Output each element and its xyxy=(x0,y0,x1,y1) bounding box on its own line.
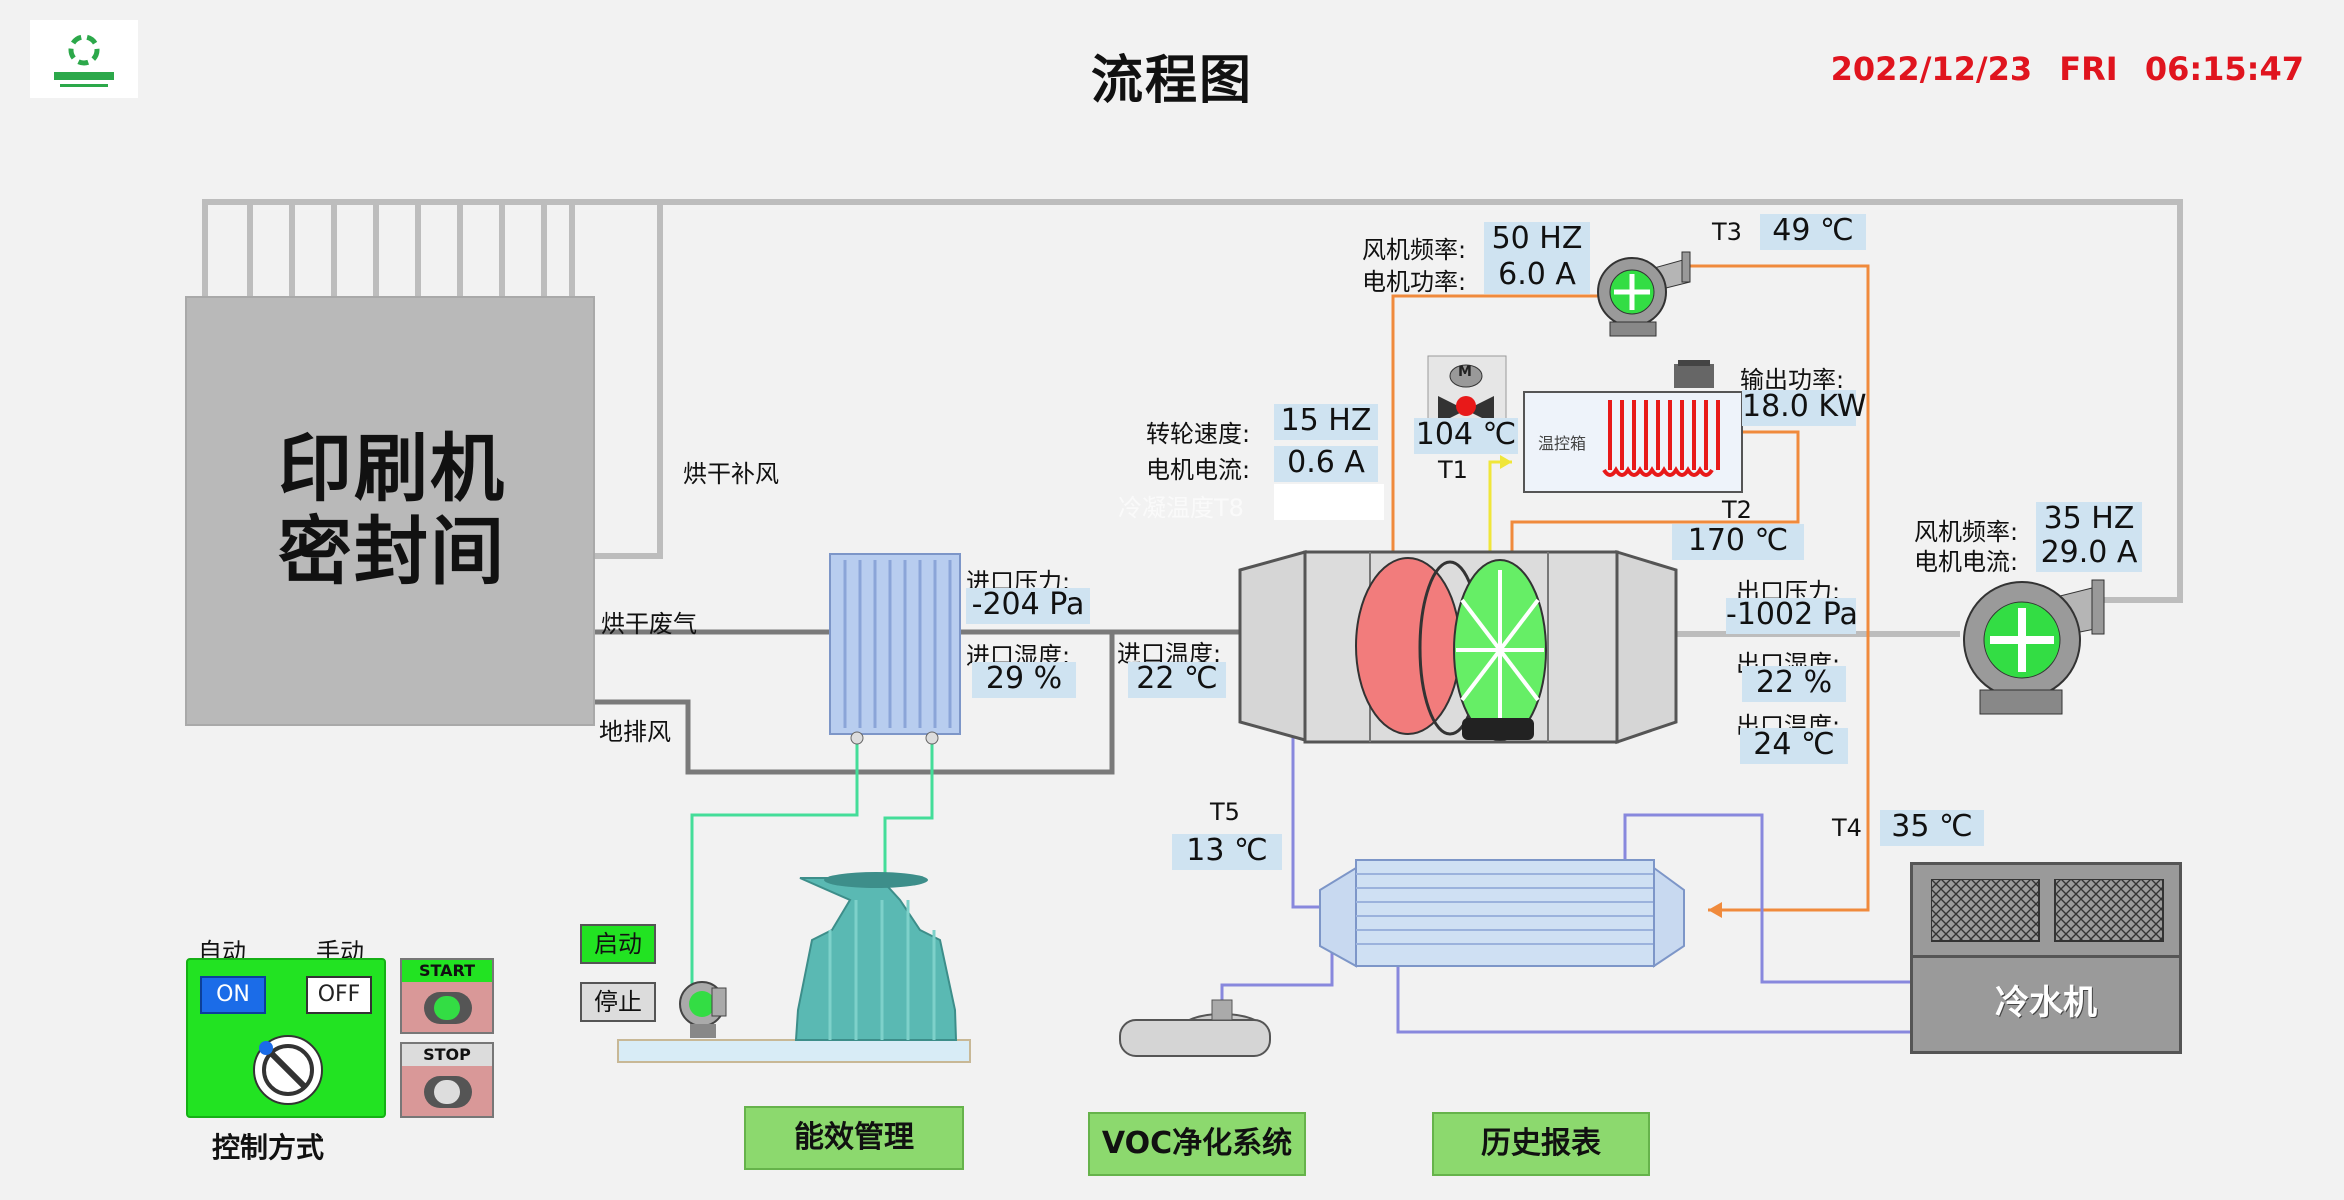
page-title: 流程图 xyxy=(1090,51,1253,111)
right-fan xyxy=(1963,579,2105,715)
t3-label: T3 xyxy=(1712,218,1742,246)
t1-value: 104 ℃ xyxy=(1414,417,1518,454)
right-fan-freq-value: 35 HZ xyxy=(2036,502,2142,538)
chiller-label: 冷水机 xyxy=(1995,983,2097,1023)
condense-temp-value xyxy=(1274,484,1384,520)
floor-exhaust-label: 地排风 xyxy=(599,718,671,746)
history-report-button[interactable]: 历史报表 xyxy=(1432,1112,1650,1176)
t3-value: 49 ℃ xyxy=(1760,214,1866,250)
t5-label: T5 xyxy=(1210,798,1240,826)
t2-value: 170 ℃ xyxy=(1672,524,1804,560)
mode-selector-knob[interactable] xyxy=(250,1032,326,1108)
printing-room-label: 印刷机 密封间 xyxy=(278,426,506,595)
valve-motor-label: M xyxy=(1458,364,1472,380)
pump-stop-button[interactable]: 停止 xyxy=(580,982,656,1022)
top-fan-freq-value: 50 HZ xyxy=(1484,222,1590,258)
voc-system-button[interactable]: VOC净化系统 xyxy=(1088,1112,1306,1176)
top-fan-power-value: 6.0 A xyxy=(1484,258,1590,294)
chiller-unit: 冷水机 xyxy=(1910,862,2182,1054)
rotor-current-value: 0.6 A xyxy=(1274,446,1378,482)
start-indicator-icon xyxy=(434,996,460,1020)
weekday-text: FRI xyxy=(2059,50,2118,88)
auto-on-button[interactable]: ON xyxy=(200,976,266,1014)
heat-exchanger xyxy=(1319,859,1685,968)
date-text: 2022/12/23 xyxy=(1830,50,2033,88)
t4-value: 35 ℃ xyxy=(1880,810,1984,846)
company-logo xyxy=(30,20,138,98)
outlet-humidity-value: 22 % xyxy=(1742,666,1846,702)
outlet-temp-value: 24 ℃ xyxy=(1740,728,1848,764)
right-fan-current-value: 29.0 A xyxy=(2036,536,2142,572)
stop-button-label: STOP xyxy=(402,1044,492,1066)
control-mode-panel: ON OFF xyxy=(186,958,386,1118)
top-fan-power-label: 电机功率: xyxy=(1362,268,1467,296)
circulation-pump xyxy=(679,981,727,1038)
top-fan-freq-label: 风机频率: xyxy=(1362,236,1467,264)
heater-box-label: 温控箱 xyxy=(1538,434,1587,453)
rotor-speed-value: 15 HZ xyxy=(1274,404,1378,440)
condense-temp-label: 冷凝温度T8 xyxy=(1118,494,1244,522)
cooling-tower xyxy=(617,872,971,1063)
heater-power-value: 18.0 KW xyxy=(1742,389,1867,426)
t1-label: T1 xyxy=(1438,456,1468,484)
t2-label: T2 xyxy=(1722,496,1752,524)
outlet-pressure-value: -1002 Pa xyxy=(1726,597,1858,634)
right-fan-freq-label: 风机频率: xyxy=(1914,518,2019,546)
motor-valve xyxy=(1427,355,1507,424)
energy-management-button[interactable]: 能效管理 xyxy=(744,1106,964,1170)
start-button-label: START xyxy=(402,960,492,982)
heater-box xyxy=(1523,360,1743,493)
datetime-display: 2022/12/23 FRI 06:15:47 xyxy=(1831,50,2304,88)
dry-exhaust-label: 烘干废气 xyxy=(601,610,697,638)
manual-off-button[interactable]: OFF xyxy=(306,976,372,1014)
start-button-box[interactable]: START xyxy=(400,958,494,1034)
voc-rotor-housing xyxy=(1238,549,1678,745)
time-text: 06:15:47 xyxy=(2144,50,2304,88)
heater-power-label: 输出功率: xyxy=(1740,366,1845,394)
inlet-temp-value: 22 ℃ xyxy=(1128,662,1226,698)
rotor-current-label: 电机电流: xyxy=(1146,456,1251,484)
t4-label: T4 xyxy=(1832,814,1862,842)
top-fan xyxy=(1597,251,1691,337)
t5-value: 13 ℃ xyxy=(1172,834,1282,870)
stop-indicator-icon xyxy=(434,1080,460,1104)
inlet-pressure-value: -204 Pa xyxy=(966,588,1090,624)
printing-room: 印刷机 密封间 xyxy=(185,296,595,726)
water-pump xyxy=(1119,999,1271,1057)
right-fan-current-label: 电机电流: xyxy=(1914,548,2019,576)
pump-start-button[interactable]: 启动 xyxy=(580,924,656,964)
control-mode-caption: 控制方式 xyxy=(212,1131,325,1164)
rotor-speed-label: 转轮速度: xyxy=(1146,420,1251,448)
inlet-humidity-value: 29 % xyxy=(972,662,1076,698)
stop-button-box[interactable]: STOP xyxy=(400,1042,494,1118)
dry-supply-label: 烘干补风 xyxy=(683,460,779,488)
filter-unit xyxy=(829,553,961,745)
